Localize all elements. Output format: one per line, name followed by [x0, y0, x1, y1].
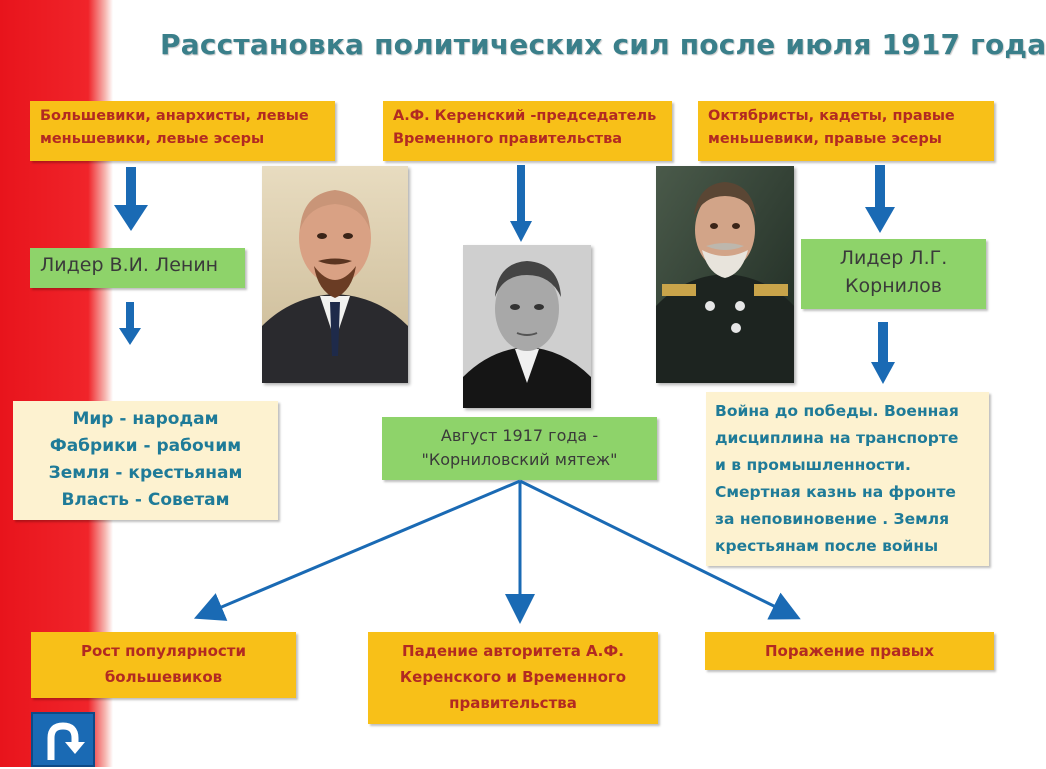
- lenin-portrait: [262, 166, 408, 383]
- outcome-kerensky-authority: Падение авторитета А.Ф. Керенского и Вре…: [368, 632, 658, 724]
- outcome-arrow-left: [193, 479, 521, 621]
- outcome-left-line1: Рост популярности: [80, 642, 247, 660]
- outcome-middle-line3: правительства: [449, 694, 577, 712]
- slide-title: Расстановка политических сил после июля …: [160, 28, 1046, 61]
- outcome-middle-line2: Керенского и Временного: [399, 668, 627, 686]
- program-line: Смертная казнь на фронте: [715, 483, 956, 501]
- kornilov-leader-box: Лидер Л.Г. Корнилов: [801, 239, 986, 309]
- slogan-item: Власть - Советам: [61, 490, 230, 510]
- kornilov-portrait: [656, 166, 794, 383]
- left-parties-box: Большевики, анархисты, левые меньшевики,…: [30, 101, 335, 161]
- kerensky-portrait: [463, 245, 591, 408]
- outcome-middle-line1: Падение авторитета А.Ф.: [402, 642, 624, 660]
- left-parties-line1: Большевики, анархисты, левые: [40, 108, 309, 124]
- outcome-arrows: [193, 479, 801, 624]
- program-line: крестьянам после войны: [715, 537, 939, 555]
- event-line2: "Корниловский мятеж": [421, 450, 618, 469]
- program-line: за неповиновение . Земля: [715, 510, 950, 528]
- down-arrow-icon: [871, 322, 895, 384]
- outcome-left-line2: большевиков: [104, 668, 223, 686]
- kornilov-leader-line1: Лидер Л.Г.: [839, 247, 948, 269]
- kerensky-head-line1: А.Ф. Керенский -председатель: [393, 108, 657, 124]
- slogan-item: Мир - народам: [72, 409, 219, 429]
- program-line: дисциплина на транспорте: [715, 429, 959, 447]
- event-line1: Август 1917 года -: [440, 426, 599, 445]
- return-button[interactable]: [31, 712, 95, 767]
- kornilov-revolt-box: Август 1917 года - "Корниловский мятеж": [382, 417, 657, 480]
- down-arrow-icon: [510, 165, 532, 242]
- slogan-item: Фабрики - рабочим: [49, 436, 242, 456]
- kornilov-program-box: Война до победы. Военная дисциплина на т…: [706, 392, 989, 566]
- down-arrow-icon: [114, 167, 148, 231]
- program-line: Война до победы. Военная: [715, 402, 959, 420]
- outcome-right-text: Поражение правых: [764, 642, 935, 660]
- return-arrow-icon: [47, 722, 85, 760]
- kornilov-leader-line2: Корнилов: [845, 275, 942, 297]
- right-parties-line2: меньшевики, правые эсеры: [708, 131, 942, 147]
- down-arrow-icon: [865, 165, 895, 233]
- down-arrow-icon: [119, 302, 141, 345]
- program-line: и в промышленности.: [715, 456, 911, 474]
- kerensky-head-box: А.Ф. Керенский -председатель Временного …: [383, 101, 672, 161]
- kerensky-head-line2: Временного правительства: [393, 131, 623, 147]
- slogan-item: Земля - крестьянам: [48, 463, 243, 483]
- outcome-right-defeat: Поражение правых: [705, 632, 994, 670]
- outcome-arrow-right: [519, 479, 801, 620]
- lenin-leader-box: Лидер В.И. Ленин: [30, 248, 245, 288]
- outcome-bolshevik-popularity: Рост популярности большевиков: [31, 632, 296, 698]
- left-parties-line2: меньшевики, левые эсеры: [40, 131, 265, 147]
- right-parties-box: Октябристы, кадеты, правые меньшевики, п…: [698, 101, 994, 161]
- right-parties-line1: Октябристы, кадеты, правые: [708, 108, 955, 124]
- bolshevik-slogans-box: Мир - народам Фабрики - рабочим Земля - …: [13, 401, 278, 520]
